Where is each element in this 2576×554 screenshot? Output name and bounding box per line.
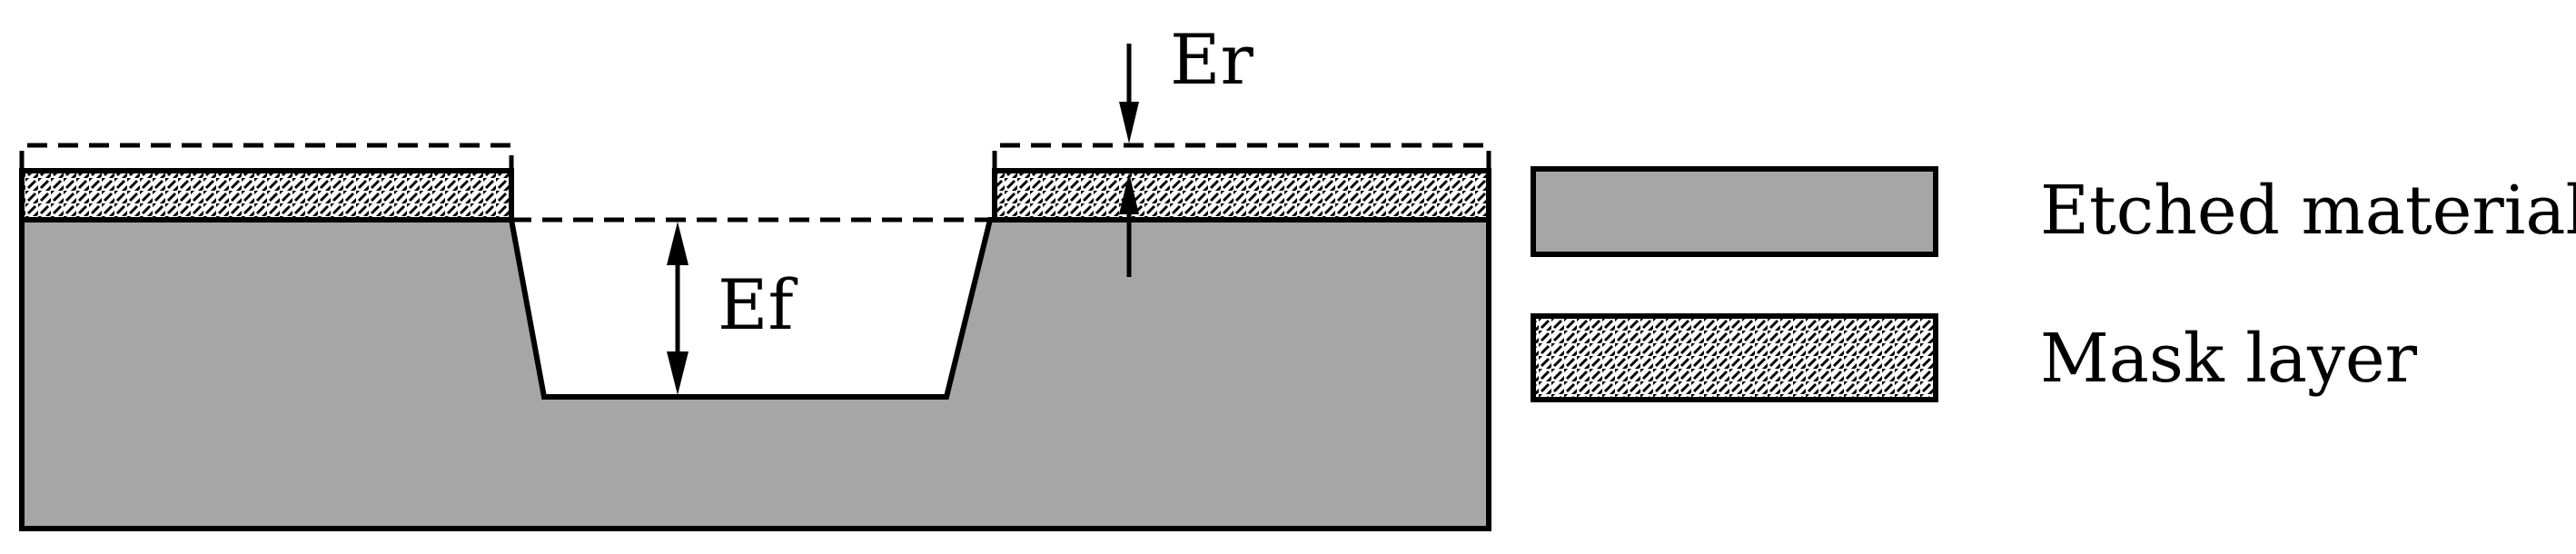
original-mask-outline-right bbox=[992, 143, 1491, 171]
original-mask-outline-left bbox=[19, 143, 514, 171]
mask-layer-right bbox=[992, 168, 1491, 223]
legend: Etched material Mask layer bbox=[1531, 166, 2576, 402]
legend-label-etched-material: Etched material bbox=[2040, 172, 2576, 250]
legend-swatch-mask-layer bbox=[1531, 313, 1938, 402]
legend-swatch-etched-material bbox=[1531, 166, 1938, 257]
ef-label: Ef bbox=[718, 264, 798, 345]
legend-label-mask-layer: Mask layer bbox=[2040, 320, 2418, 398]
er-dimension-arrows bbox=[1119, 44, 1139, 277]
er-label: Er bbox=[1170, 19, 1253, 100]
ef-dimension-arrow bbox=[667, 222, 689, 395]
mask-layer-left bbox=[19, 168, 514, 223]
